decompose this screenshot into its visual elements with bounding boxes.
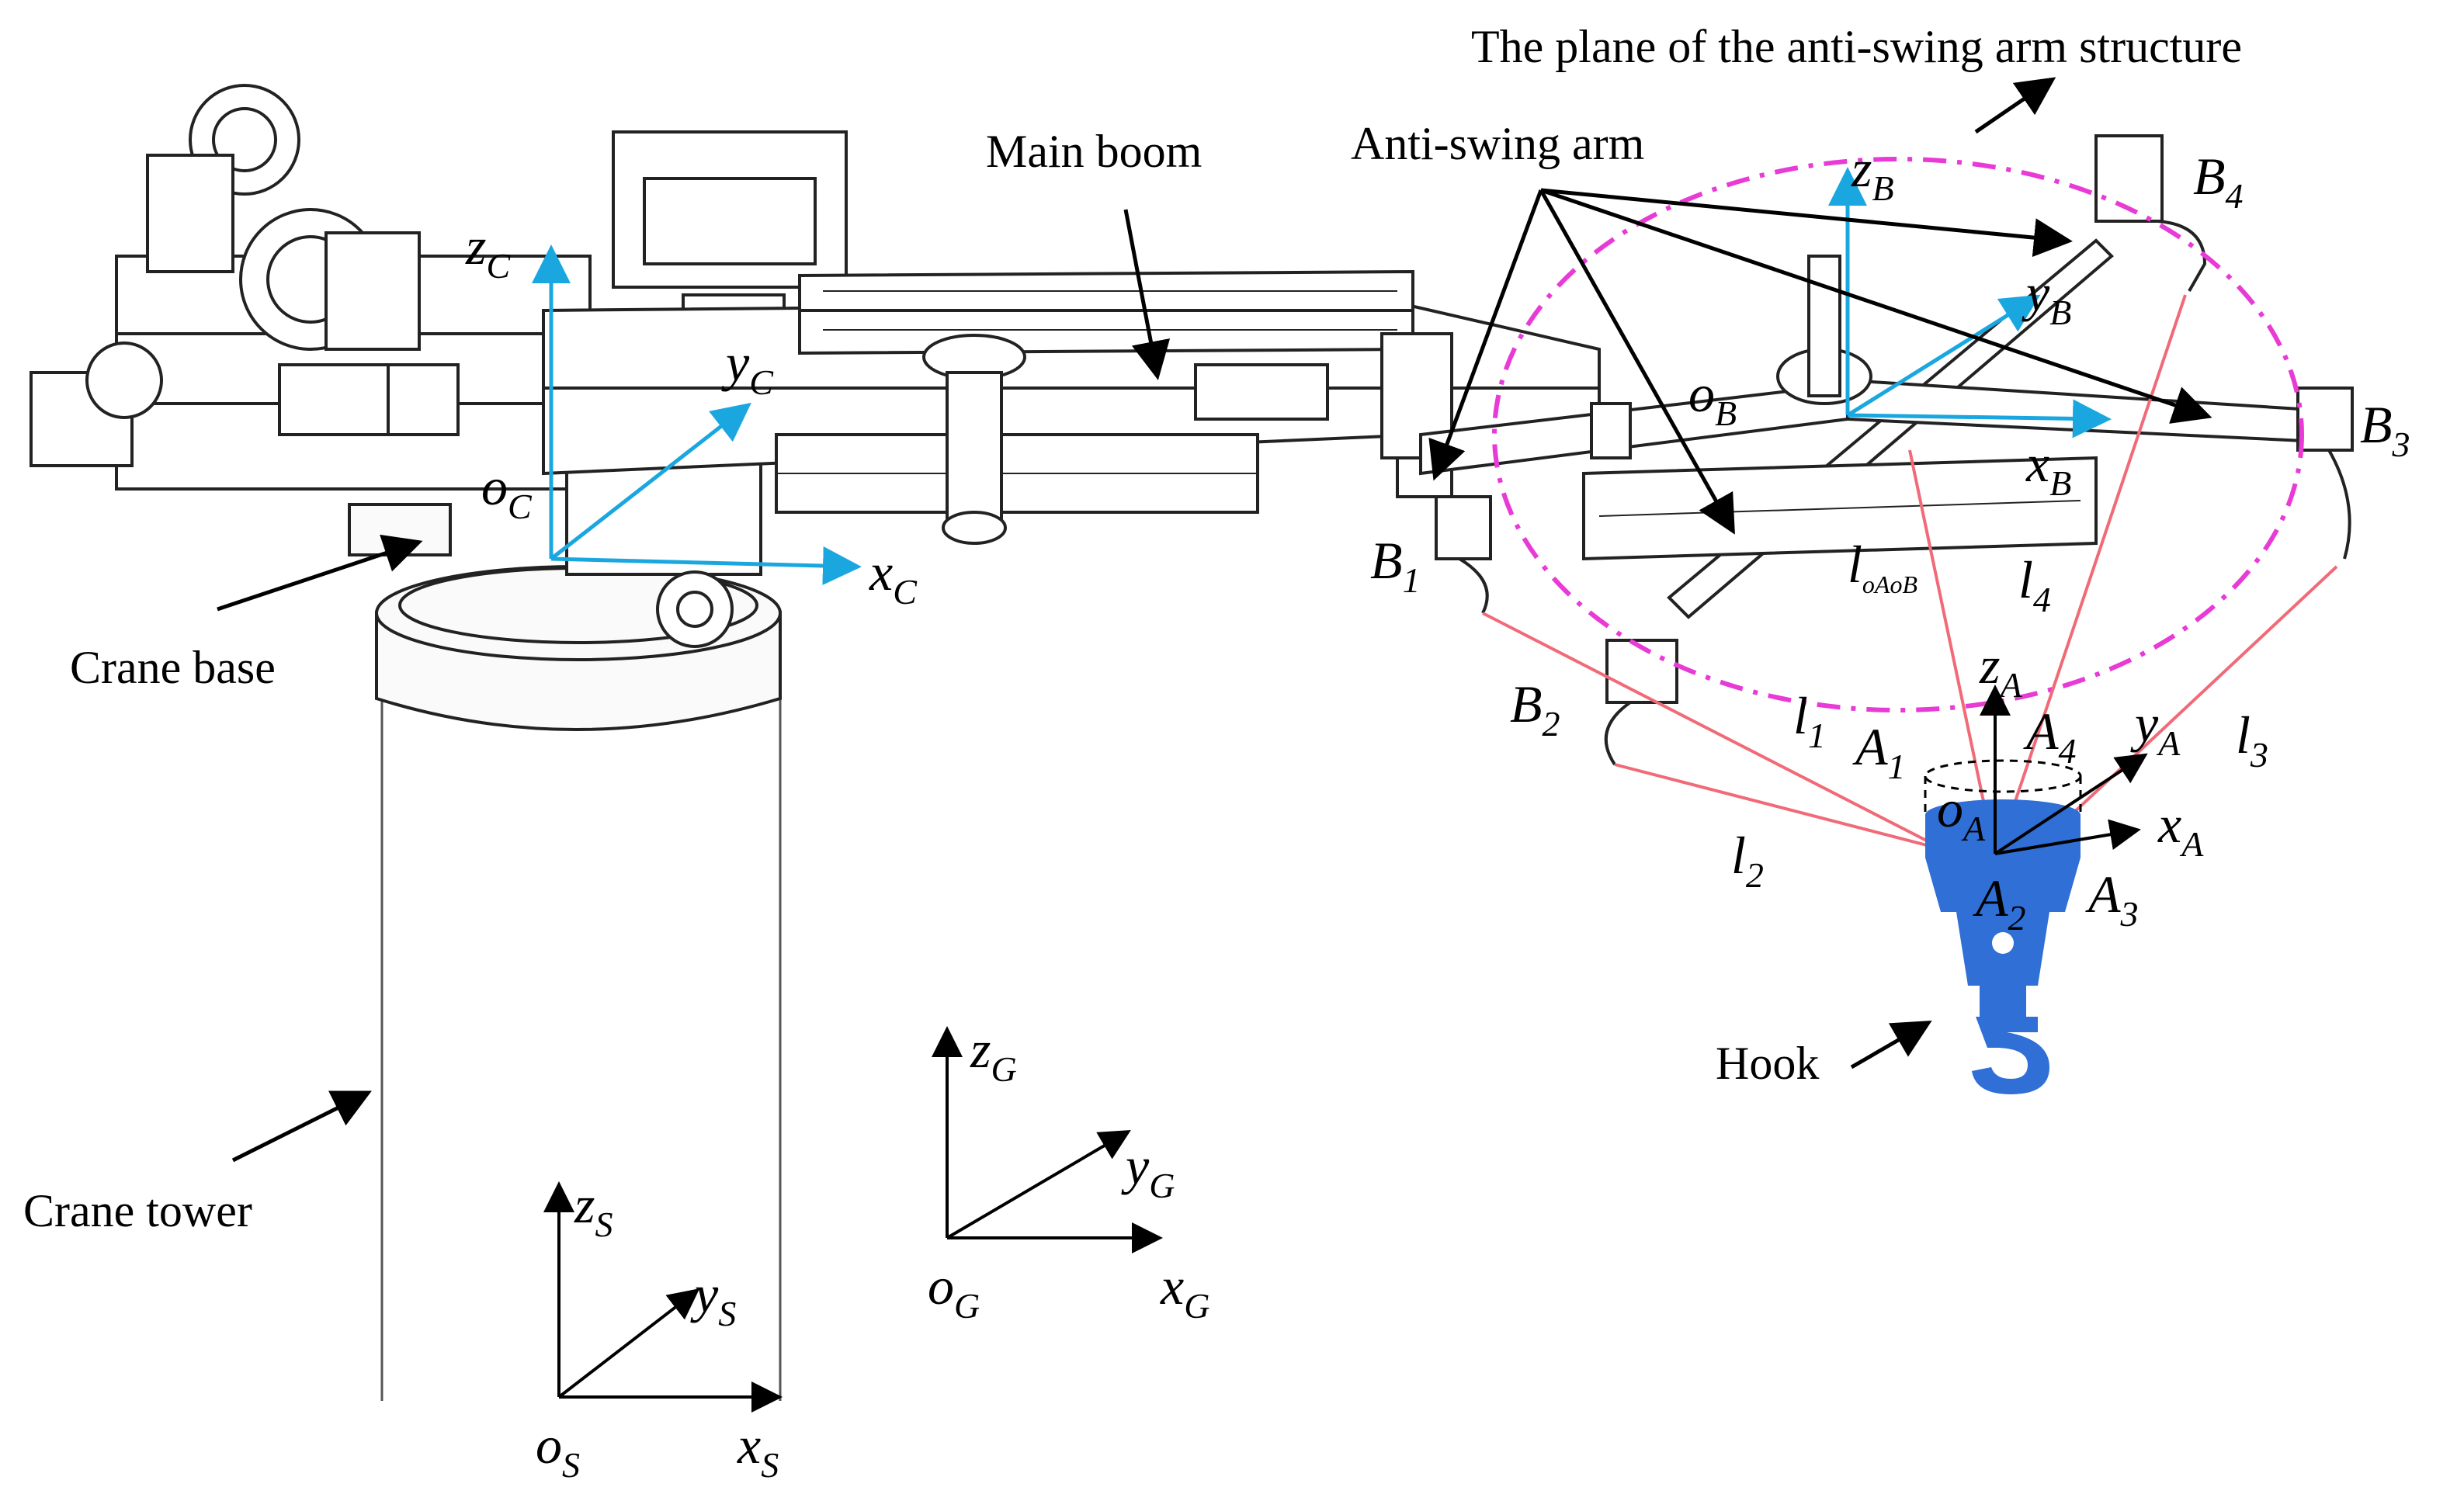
hook [1924,759,2082,1094]
crane-tower-label: Crane tower [23,1185,252,1236]
anti-swing-arm-label: Anti-swing arm [1351,118,1644,169]
main-boom-label: Main boom [986,126,1202,177]
cable-l1 [1482,612,1945,851]
frame-s-origin-label: oS [536,1416,580,1485]
frame-a-x-label: xA [2157,795,2204,864]
point-b1-label: B1 [1370,531,1421,600]
point-a4-label: A4 [2023,702,2077,771]
crane-base-leader [217,534,423,612]
crane-base-label: Crane base [70,642,276,693]
cable-l2-label: l2 [1731,826,1764,895]
anti-swing-plane-ellipse [1492,157,2304,712]
point-a3-label: A3 [2085,865,2139,934]
frame-b-origin-label: oB [1688,364,1737,433]
hook-leader [1850,1020,1932,1069]
frame-b-y-label: yB [2022,263,2071,332]
main-boom-leader [1123,209,1171,380]
crane-tower-leader [231,1090,372,1163]
frame-s-axes [543,1181,783,1413]
crane-tower [380,683,782,1401]
cable-loAoB [1908,449,1993,839]
frame-a-z-label: zA [1979,636,2022,705]
cables [1482,294,2338,851]
frame-a-origin-label: oA [1937,779,1986,848]
point-b3-label: B3 [2360,395,2410,464]
hook-label: Hook [1716,1038,1819,1089]
frame-g-z-label: zG [970,1020,1017,1089]
point-b2-label: B2 [1510,674,1560,744]
main-boom-structure [542,269,1601,545]
point-a2-label: A2 [1973,868,2026,938]
frame-g-axes [932,1026,1163,1253]
plane-leader [1974,77,2056,134]
cable-l4-label: l4 [2018,550,2051,619]
slewing-machinery [29,84,848,648]
frame-a-y-label: yA [2130,694,2181,763]
cable-l4 [2001,294,2187,839]
plane-label: The plane of the anti-swing arm structur… [1471,21,2242,72]
frame-s-y-label: yS [690,1264,736,1333]
frame-c-origin-label: oC [481,457,533,526]
frame-g-origin-label: oG [928,1257,980,1326]
frame-b-z-label: zB [1851,139,1894,208]
frame-a-axes [1980,685,2148,855]
frame-g-y-label: yG [1121,1136,1175,1205]
frame-c-x-label: xC [869,543,918,612]
cable-l1-label: l1 [1793,686,1826,755]
point-b4-label: B4 [2193,147,2244,216]
cable-loAoB-label: loAoB [1848,535,1917,598]
leader-arrows [217,77,2212,1163]
frame-s-z-label: zS [574,1175,613,1244]
frame-c-z-label: zC [465,217,511,286]
anti-swing-arm-structure [1419,134,2354,766]
frame-c-y-label: yC [721,333,774,402]
frame-g-x-label: xG [1160,1257,1209,1326]
cable-l3 [2032,565,2338,851]
cable-l3-label: l3 [2236,705,2268,775]
point-a1-label: A1 [1852,717,1906,786]
frame-b-x-label: xB [2025,434,2071,503]
frame-s-x-label: xS [737,1416,779,1485]
cable-l2 [1614,763,1945,851]
frame-c-axes [532,244,862,585]
